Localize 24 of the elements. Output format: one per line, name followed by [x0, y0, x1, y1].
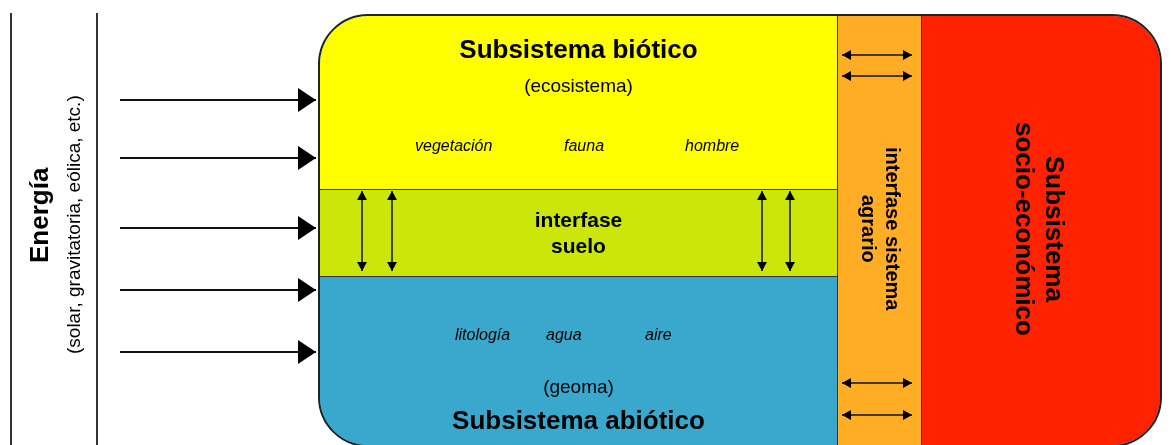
item-label: vegetación: [415, 136, 493, 156]
panel-title: Subsistema biótico: [458, 33, 699, 66]
socioeconomic-subsystem-panel: [922, 16, 1160, 445]
arrow: [119, 340, 317, 364]
column-title: interfase sistema agrario: [857, 146, 905, 312]
panel-subtitle: (ecosistema): [523, 74, 634, 98]
energy-heading: Energía: [23, 166, 55, 265]
panel-title: Subsistema socio-económico: [1010, 121, 1070, 337]
panel-subtitle: (geoma): [542, 375, 615, 399]
energy-sources-label: (solar, gravitatoria, eólica, etc.): [62, 94, 85, 357]
arrow: [119, 145, 317, 170]
item-label: fauna: [564, 136, 605, 156]
panel-title: Subsistema abiótico: [451, 404, 706, 437]
item-label: aire: [645, 325, 672, 345]
item-label: hombre: [685, 136, 740, 156]
soil-interface-band: [320, 189, 837, 277]
biotic-subsystem-panel: [320, 16, 837, 189]
arrow: [119, 88, 317, 112]
item-label: agua: [546, 325, 582, 345]
item-label: litología: [455, 325, 511, 345]
arrow: [119, 277, 317, 302]
arrow: [119, 216, 317, 240]
band-title: interfase suelo: [533, 207, 624, 259]
agrarian-interface-column: [837, 16, 922, 445]
